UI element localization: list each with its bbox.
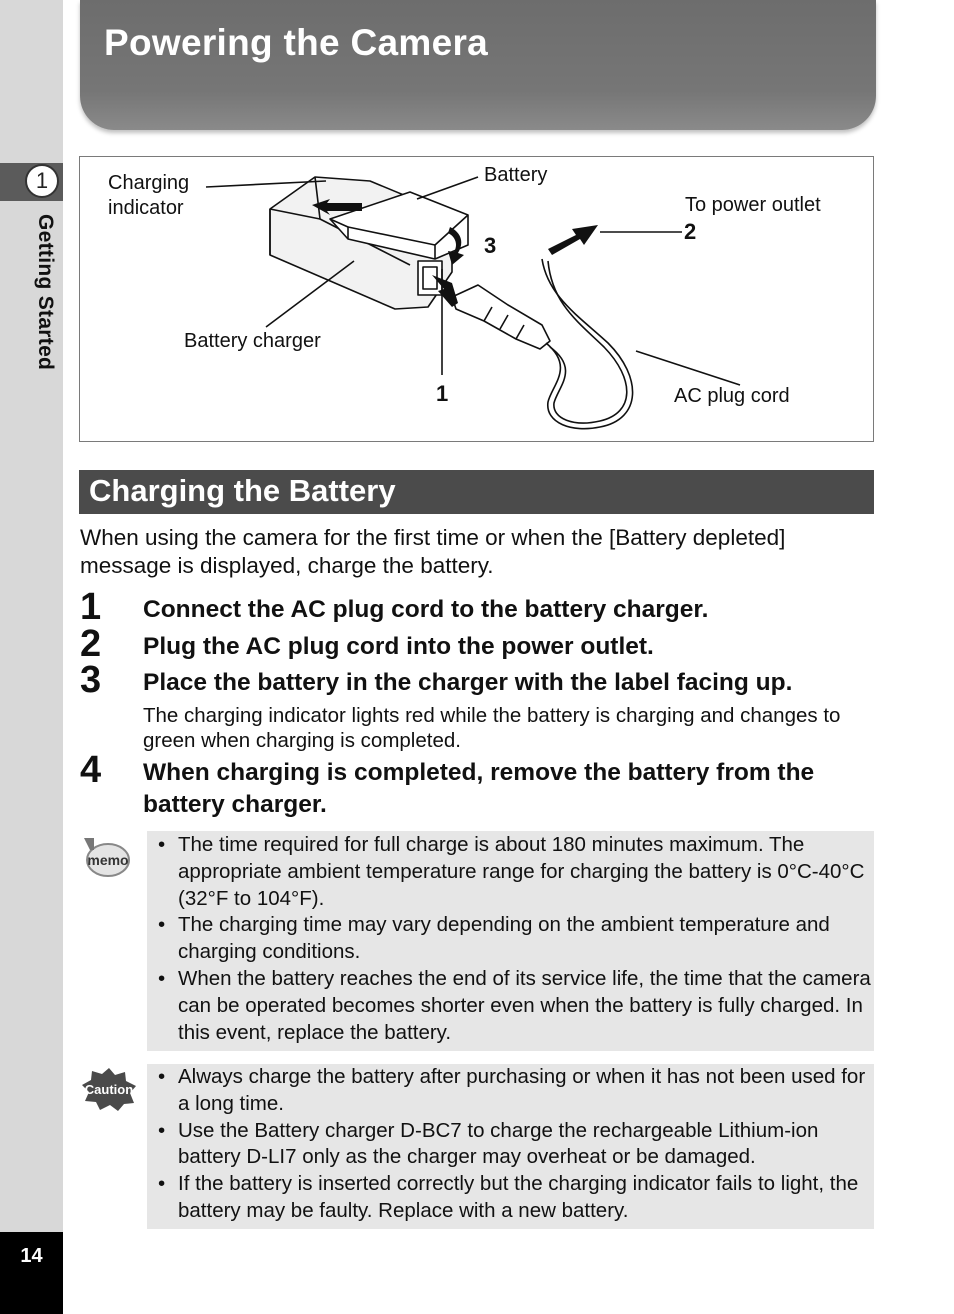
step-number: 1 (80, 586, 102, 628)
caution-item: Use the Battery charger D-BC7 to charge … (147, 1118, 874, 1172)
memo-icon: memo (80, 836, 132, 885)
caution-box: Always charge the battery after purchasi… (147, 1064, 874, 1229)
memo-item: The time required for full charge is abo… (147, 832, 874, 912)
label-charging-indicator-text: Charging indicator (108, 172, 190, 219)
label-ac-plug-cord: AC plug cord (674, 385, 790, 407)
caution-item: Always charge the battery after purchasi… (147, 1064, 874, 1118)
step-text: Place the battery in the charger with th… (143, 669, 793, 696)
memo-list: The time required for full charge is abo… (147, 832, 874, 1046)
callout-3: 3 (484, 233, 497, 258)
chapter-number: 1 (25, 164, 59, 198)
memo-item: The charging time may vary depending on … (147, 912, 874, 966)
intro-paragraph: When using the camera for the first time… (80, 525, 786, 578)
arrow-battery-in (312, 199, 362, 215)
page-title: Powering the Camera (104, 22, 489, 63)
section-title: Charging the Battery (89, 473, 396, 508)
chapter-title: Getting Started (34, 214, 57, 371)
caution-icon-label: Caution (85, 1082, 133, 1097)
label-battery-charger: Battery charger (184, 330, 321, 352)
charger-drawing (205, 176, 741, 430)
label-to-power-outlet: To power outlet (685, 194, 821, 216)
step-text: Plug the AC plug cord into the power out… (143, 633, 654, 660)
page-number-box (0, 1232, 63, 1314)
callout-2: 2 (684, 219, 697, 244)
step-number: 2 (80, 623, 102, 665)
section-bar (79, 470, 874, 514)
callout-1: 1 (436, 381, 449, 406)
step-number: 3 (80, 659, 102, 701)
charger-illustration: Charging indicator Battery To power outl… (79, 156, 874, 442)
arrow-plug-in (432, 275, 458, 307)
caution-item: If the battery is inserted correctly but… (147, 1171, 874, 1225)
memo-item: When the battery reaches the end of its … (147, 966, 874, 1046)
header-band (80, 0, 876, 130)
sidebar (0, 0, 63, 1314)
page-number: 14 (20, 1245, 43, 1267)
step-note: The charging indicator lights red while … (143, 704, 841, 752)
label-battery: Battery (484, 164, 548, 186)
arrow-down (448, 227, 464, 265)
caution-list: Always charge the battery after purchasi… (147, 1064, 874, 1225)
step-number: 4 (80, 749, 102, 791)
memo-box: The time required for full charge is abo… (147, 831, 874, 1051)
label-charging-indicator: Charging indicator (108, 171, 189, 221)
plug-shape (451, 284, 551, 350)
caution-icon: Caution (80, 1066, 138, 1117)
step-text: When charging is completed, remove the b… (143, 759, 815, 818)
memo-icon-label: memo (87, 852, 128, 868)
step-text: Connect the AC plug cord to the battery … (143, 596, 709, 623)
arrow-outlet (548, 225, 598, 255)
cord-shape (541, 258, 634, 430)
